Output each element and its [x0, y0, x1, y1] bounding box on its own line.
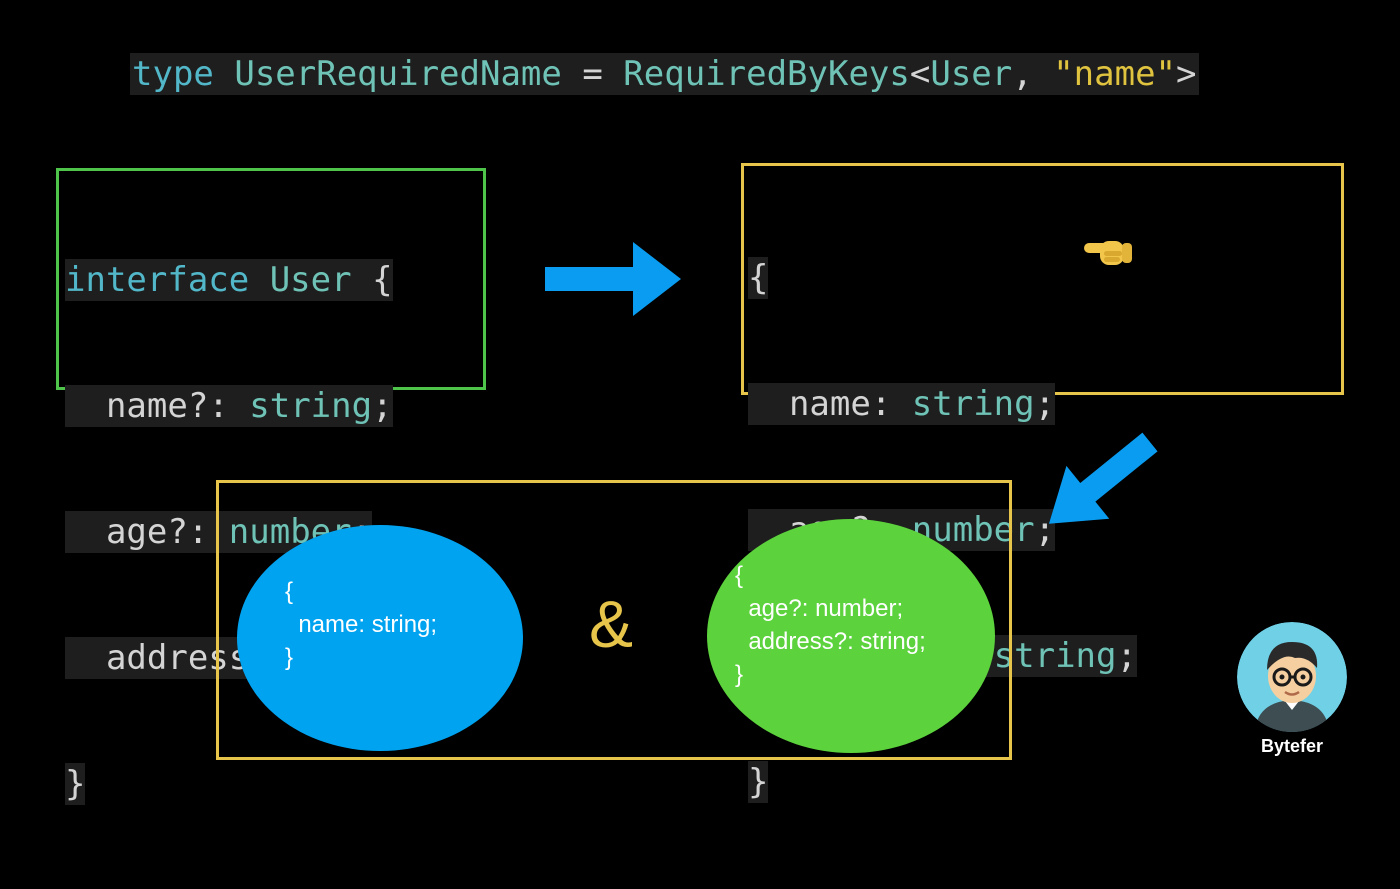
brand-label: Bytefer [1260, 736, 1324, 756]
semicolon: ; [1034, 384, 1056, 424]
optional-part-text: { age?: number; address?: string; } [735, 562, 926, 688]
generic-arg-key: "name" [1053, 54, 1177, 94]
close-brace: } [748, 762, 769, 802]
property-key: age?: [105, 512, 229, 552]
arrow-down-left-icon [1048, 432, 1158, 524]
indent [65, 512, 106, 552]
property-type: string [993, 636, 1117, 676]
code-line: interface User { [65, 259, 454, 301]
result-type-box: { name: string; age?: number; address?: … [741, 163, 1344, 803]
utility-type-name: RequiredByKeys [623, 54, 910, 94]
property-type: string [249, 386, 373, 426]
indent [65, 386, 106, 426]
open-brace: { [351, 260, 393, 300]
interface-keyword: interface [65, 260, 270, 300]
source-interface-box: interface User { name?: string; age?: nu… [56, 168, 486, 805]
alias-name: UserRequiredName [234, 54, 562, 94]
property-key: name: [788, 384, 912, 424]
type-keyword: type [132, 54, 235, 94]
interface-name: User [269, 260, 352, 300]
optional-part-circle: { age?: number; address?: string; } [707, 519, 995, 753]
semicolon: ; [1116, 636, 1137, 676]
required-part-circle: { name: string; } [237, 525, 523, 751]
open-brace: { [748, 258, 769, 298]
property-key: name?: [105, 386, 250, 426]
equals-sign: = [561, 54, 624, 94]
arrow-right-icon [545, 242, 681, 316]
semicolon: ; [372, 386, 393, 426]
avatar-icon [1237, 622, 1347, 732]
code-line: name?: string; [65, 385, 454, 427]
required-part-text: { name: string; } [285, 578, 438, 671]
generic-comma: , [1012, 54, 1054, 94]
code-line: { [748, 257, 1137, 299]
code-line: } [65, 763, 454, 805]
close-brace: } [65, 764, 86, 804]
decomposition-box: { name: string; } & { age?: number; addr… [216, 480, 1012, 760]
generic-open: < [909, 54, 931, 94]
indent [748, 384, 789, 424]
property-type: string [911, 384, 1035, 424]
code-line: } [748, 761, 1137, 803]
intersection-operator: & [589, 587, 634, 661]
type-signature: type UserRequiredName = RequiredByKeys<U… [130, 53, 1199, 95]
code-line: name: string; [748, 383, 1137, 425]
generic-close: > [1176, 54, 1197, 94]
pointing-hand-icon [1084, 241, 1132, 265]
semicolon: ; [1034, 510, 1056, 550]
generic-arg-type: User [930, 54, 1013, 94]
indent [65, 638, 106, 678]
